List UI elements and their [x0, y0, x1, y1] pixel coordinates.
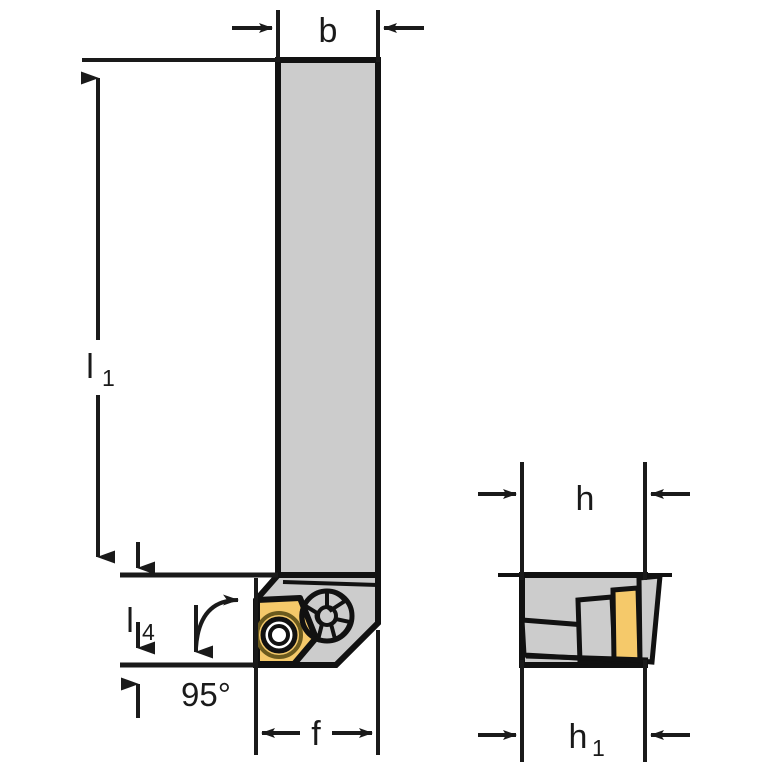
- end-view-clamp: [636, 573, 663, 665]
- dim-label-h: h: [576, 480, 595, 518]
- dim-label-l1: l: [86, 348, 94, 386]
- dim-label-f: f: [311, 715, 321, 753]
- end-view-insert: [610, 585, 643, 664]
- end-view-seat: [575, 594, 618, 665]
- dim-label-angle: 95°: [181, 676, 231, 713]
- angle-arc-upper: [194, 594, 239, 649]
- dim-label-l4-subscript: 4: [142, 619, 155, 645]
- end-view-bottom-edge: [525, 653, 649, 663]
- clamp-screw-lobe-1: [325, 588, 348, 613]
- dim-label-h1-subscript: 1: [592, 735, 605, 761]
- dim-label-l1-subscript: 1: [102, 365, 115, 391]
- dim-label-l4: l: [126, 602, 134, 640]
- insert-screw-bore: [268, 624, 290, 646]
- head-parting-line: [282, 580, 379, 587]
- dim-label-h1: h: [569, 718, 588, 756]
- clamp-screw-lobe-3: [299, 602, 325, 643]
- side-view: b l 1 l 4 95° f: [81, 10, 424, 755]
- end-view: h h 1: [478, 462, 690, 762]
- clamp-screw-lobe-2: [328, 616, 353, 642]
- dim-label-b: b: [319, 12, 338, 50]
- shank: [275, 57, 381, 578]
